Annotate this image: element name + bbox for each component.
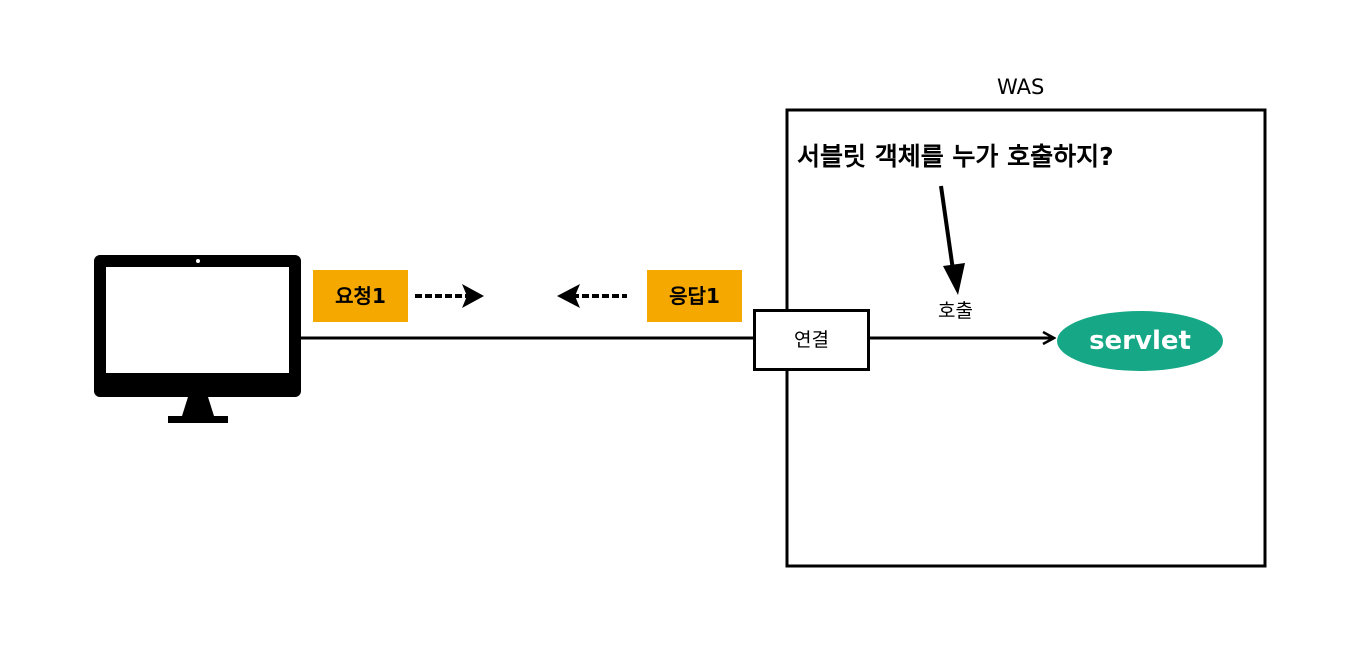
response-label: 응답1	[669, 284, 720, 308]
request-tag: 요청1	[313, 270, 408, 322]
monitor-icon	[94, 255, 301, 423]
connection-box: 연결	[753, 309, 870, 371]
was-label: WAS	[997, 75, 1045, 99]
request-label: 요청1	[335, 284, 386, 308]
question-text: 서블릿 객체를 누가 호출하지?	[797, 142, 1114, 171]
connection-label: 연결	[794, 328, 829, 351]
response-arrow	[557, 284, 627, 308]
response-tag: 응답1	[647, 270, 742, 322]
servlet-node: servlet	[1057, 311, 1223, 371]
request-arrow	[415, 284, 484, 308]
call-label: 호출	[938, 300, 973, 322]
servlet-label: servlet	[1089, 326, 1191, 356]
question-arrow	[939, 185, 965, 295]
